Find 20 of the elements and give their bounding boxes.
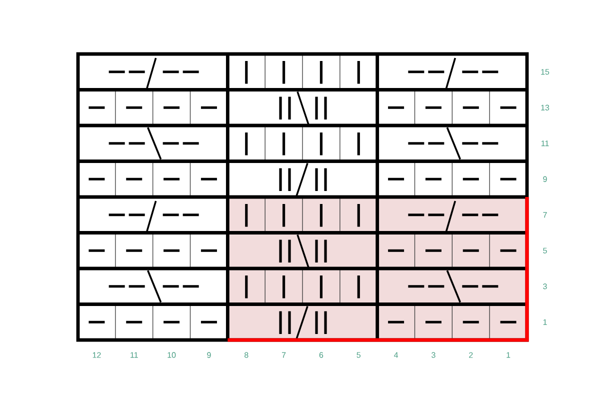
column-number: 12	[92, 352, 101, 358]
column-number: 11	[130, 352, 138, 358]
column-number: 1	[506, 352, 510, 358]
column-number: 10	[168, 352, 176, 358]
column-number: 8	[244, 352, 248, 358]
row-number: 1	[543, 319, 547, 325]
column-number: 4	[394, 352, 398, 358]
column-number: 2	[469, 352, 473, 358]
column-number: 6	[319, 352, 324, 358]
column-number: 7	[282, 352, 286, 358]
column-number: 3	[432, 352, 436, 358]
row-number: 3	[543, 284, 547, 290]
row-number: 5	[543, 248, 547, 254]
column-number: 5	[356, 352, 360, 358]
row-number: 13	[541, 104, 550, 110]
row-number: 7	[543, 212, 547, 218]
row-number: 9	[543, 176, 547, 182]
column-number: 9	[207, 352, 211, 358]
row-number: 11	[541, 140, 549, 146]
row-number: 15	[541, 69, 550, 75]
